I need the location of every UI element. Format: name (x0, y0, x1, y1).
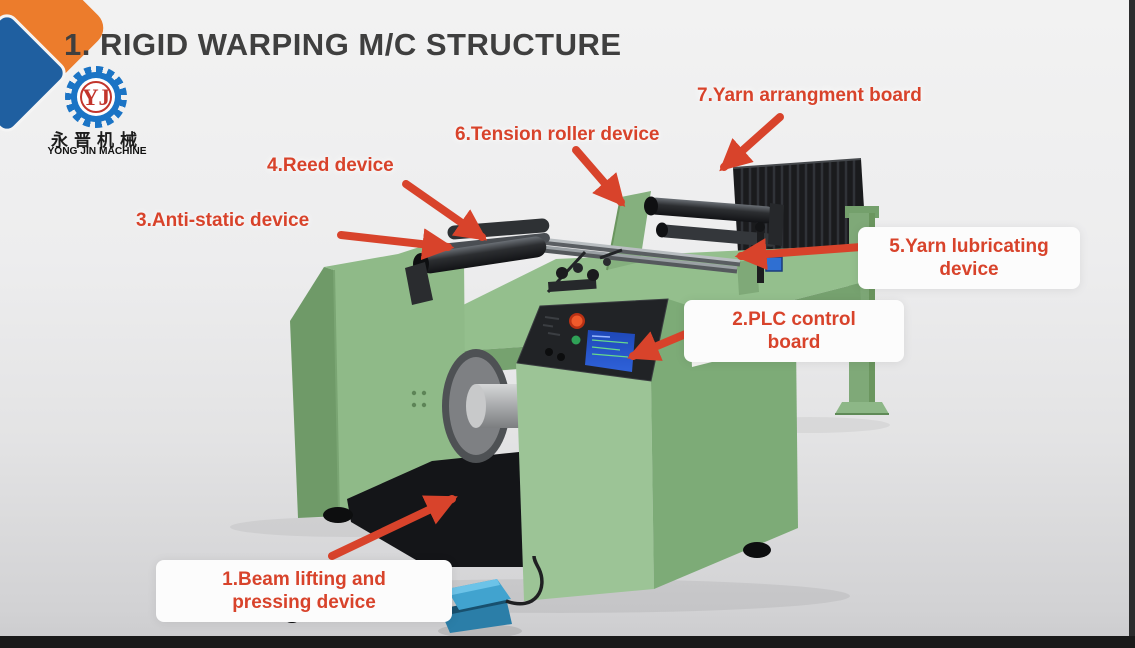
label-anti-static-device: 3.Anti-static device (136, 210, 310, 231)
left-headstock (290, 243, 466, 518)
letterbox-bar (0, 636, 1135, 648)
label-line: 1.Beam lifting and (222, 569, 386, 590)
label-plc-control-board: 2.PLC control board (684, 300, 904, 362)
pedal-cable (505, 555, 544, 606)
company-name-english: YONG JIN MACHINE (47, 145, 147, 157)
warp-beam-drum (442, 349, 530, 463)
label-line: pressing device (232, 592, 376, 613)
label-yarn-lubricating-device: 5.Yarn lubricating device (858, 227, 1080, 289)
label-line: board (767, 332, 821, 353)
label-line: 2.PLC control (732, 309, 856, 330)
guide-rails (535, 235, 741, 274)
gear-logo-icon: YJ (65, 66, 127, 128)
arrow-3-anti-static (337, 228, 455, 261)
label-reed-device: 4.Reed device (267, 155, 394, 176)
gear-red-ring (80, 81, 112, 113)
arrow-6-tension-roller (572, 146, 626, 207)
arrow-5-yarn-lubricating (734, 238, 865, 271)
label-tension-roller-device: 6.Tension roller device (455, 124, 660, 145)
slide-title: 1. RIGID WARPING M/C STRUCTURE (64, 27, 622, 62)
right-edge-strip (1129, 0, 1135, 648)
logo-monogram: YJ (81, 84, 111, 110)
arrow-4-reed (402, 180, 488, 241)
thread-guide-hardware (546, 248, 623, 294)
foot-pedal (438, 555, 544, 638)
label-yarn-arrangement-board: 7.Yarn arrangment board (697, 85, 922, 106)
label-line: device (939, 259, 999, 280)
green-button (571, 335, 581, 345)
company-name-chinese: 永晋机械 (51, 131, 143, 150)
arrow-7-yarn-board (719, 113, 784, 172)
arrow-1-beam-lifting (328, 495, 458, 560)
label-beam-lifting-device: 1.Beam lifting and pressing device (156, 560, 452, 622)
label-line: 5.Yarn lubricating (889, 236, 1049, 257)
